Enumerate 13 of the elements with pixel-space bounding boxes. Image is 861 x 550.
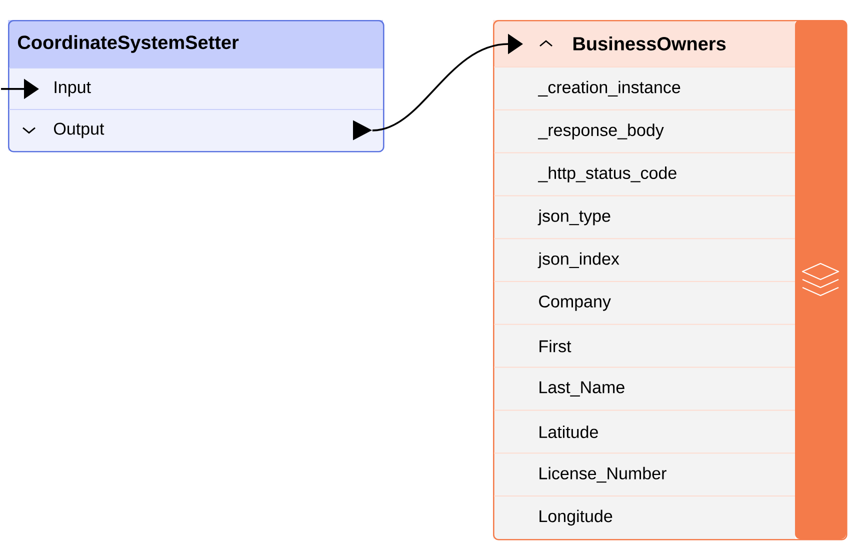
attribute-row: Input bbox=[54, 81, 91, 97]
attribute-row: Output bbox=[54, 122, 104, 138]
attribute-row: Longitude bbox=[540, 510, 612, 526]
attribute-row: json_index bbox=[538, 252, 620, 268]
attribute-row: Company bbox=[539, 295, 611, 311]
attribute-row: _response_body bbox=[538, 124, 664, 140]
attribute-row: License_Number bbox=[540, 466, 666, 483]
attribute-row: Latitude bbox=[540, 426, 598, 438]
attribute-row: json_type bbox=[538, 209, 610, 226]
attribute-row: _creation_instance bbox=[538, 80, 680, 96]
attribute-row: _http_status_code bbox=[538, 166, 676, 182]
attribute-row: First bbox=[540, 340, 572, 352]
attribute-row: Last_Name bbox=[540, 381, 624, 396]
